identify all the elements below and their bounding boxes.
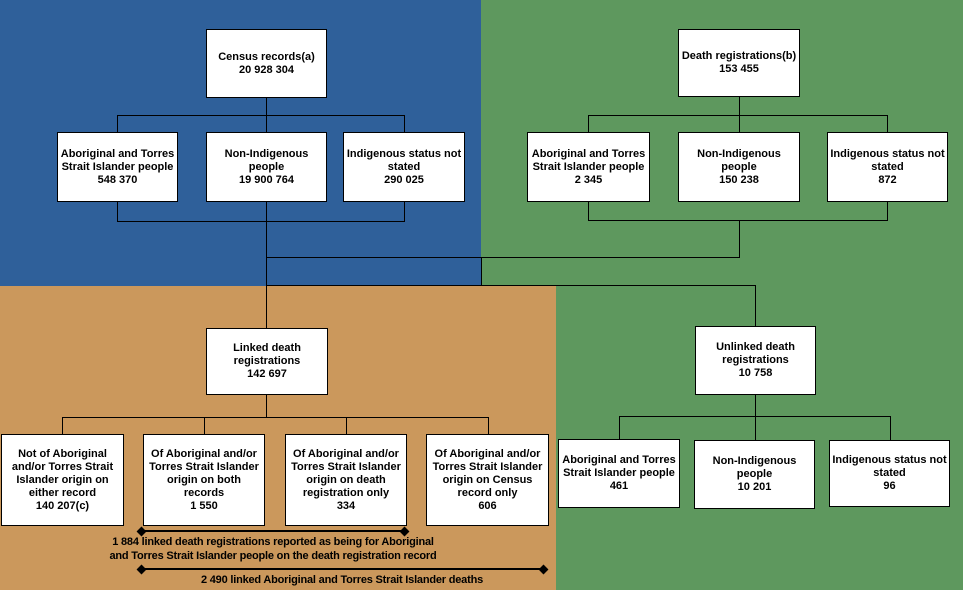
box-label: Indigenous status not stated	[832, 454, 947, 479]
box-value: 548 370	[97, 173, 138, 186]
connector-line	[117, 115, 118, 132]
box-value: 140 207(c)	[35, 499, 90, 512]
box-label: Unlinked death registrations	[716, 341, 795, 366]
connector-line	[755, 395, 756, 416]
connector-line	[117, 221, 405, 222]
span-line-1884	[141, 530, 405, 532]
deaths-indigenous-box: Aboriginal and Torres Strait Islander pe…	[527, 132, 650, 202]
connector-line	[266, 98, 267, 115]
connector-line	[346, 417, 347, 436]
box-value: 2 345	[574, 173, 603, 186]
box-label: Of Aboriginal and/or Torres Strait Islan…	[432, 447, 543, 499]
connector-line	[62, 417, 489, 418]
connector-line	[619, 416, 620, 439]
connector-line	[266, 395, 267, 417]
annotation-line: and Torres Strait Islander people on the…	[109, 550, 437, 562]
connector-line	[887, 115, 888, 132]
linked-indigenous-death-only-box: Of Aboriginal and/or Torres Strait Islan…	[285, 434, 407, 526]
census-status-not-stated-box: Indigenous status not stated 290 025	[343, 132, 465, 202]
box-label: Non-Indigenous people	[712, 455, 797, 480]
box-value: 461	[609, 480, 629, 492]
annotation-1884: 1 884 linked death registrations reporte…	[87, 535, 459, 563]
connector-line	[404, 115, 405, 132]
connector-line	[266, 202, 267, 328]
connector-line	[588, 220, 888, 221]
unlinked-deaths-box: Unlinked death registrations 10 758	[695, 326, 816, 395]
connector-line	[117, 202, 118, 221]
census-records-box: Census records(a) 20 928 304	[206, 29, 327, 98]
box-label: Census records(a)	[218, 50, 315, 63]
box-label: Aboriginal and Torres Strait Islander pe…	[562, 454, 676, 479]
linked-deaths-box: Linked death registrations 142 697	[206, 328, 328, 395]
box-value: 19 900 764	[238, 173, 295, 186]
box-value: 150 238	[719, 173, 759, 186]
box-label: Aboriginal and Torres Strait Islander pe…	[531, 147, 646, 173]
linked-not-indigenous-either-box: Not of Aboriginal and/or Torres Strait I…	[1, 434, 124, 526]
box-value: 606	[478, 499, 497, 512]
box-label: Indigenous status not stated	[346, 147, 462, 173]
unlinked-non-indigenous-box: Non-Indigenous people 10 201	[694, 440, 815, 509]
connector-line	[887, 202, 888, 220]
connector-line	[266, 257, 740, 258]
connector-line	[266, 285, 756, 286]
box-value: 142 697	[247, 368, 287, 380]
box-value: 96	[883, 480, 896, 492]
deaths-non-indigenous-box: Non-Indigenous people 150 238	[678, 132, 800, 202]
census-indigenous-box: Aboriginal and Torres Strait Islander pe…	[57, 132, 178, 202]
connector-line	[739, 220, 740, 257]
connector-line	[588, 202, 589, 220]
box-label: Death registrations(b)	[681, 50, 797, 62]
connector-line	[481, 257, 482, 285]
box-value: 10 201	[737, 481, 772, 493]
connector-line	[266, 115, 267, 132]
box-label: Non-Indigenous people	[697, 147, 781, 173]
annotation-line: 2 490 linked Aboriginal and Torres Strai…	[200, 574, 484, 586]
deaths-status-not-stated-box: Indigenous status not stated 872	[827, 132, 948, 202]
box-value: 334	[336, 499, 356, 512]
box-value: 20 928 304	[238, 63, 295, 76]
box-value: 10 758	[738, 367, 773, 379]
box-label: Aboriginal and Torres Strait Islander pe…	[60, 147, 175, 173]
box-value: 290 025	[384, 173, 424, 186]
span-line-2490	[141, 568, 544, 570]
annotation-2490: 2 490 linked Aboriginal and Torres Strai…	[142, 573, 542, 587]
death-registrations-box: Death registrations(b) 153 455	[678, 29, 800, 97]
connector-line	[404, 202, 405, 221]
unlinked-indigenous-box: Aboriginal and Torres Strait Islander pe…	[558, 439, 680, 508]
box-label: Linked death registrations	[233, 342, 301, 367]
connector-line	[62, 417, 63, 436]
connector-line	[739, 97, 740, 115]
unlinked-status-not-stated-box: Indigenous status not stated 96	[829, 440, 950, 507]
box-label: Not of Aboriginal and/or Torres Strait I…	[11, 447, 114, 499]
box-label: Non-Indigenous people	[224, 147, 309, 173]
connector-line	[739, 115, 740, 132]
connector-line	[890, 416, 891, 440]
connector-line	[488, 417, 489, 436]
box-value: 153 455	[719, 63, 759, 75]
annotation-line: 1 884 linked death registrations reporte…	[112, 536, 434, 548]
connector-line	[755, 285, 756, 326]
connector-line	[755, 416, 756, 440]
census-non-indigenous-box: Non-Indigenous people 19 900 764	[206, 132, 327, 202]
box-label: Indigenous status not stated	[830, 147, 945, 173]
connector-line	[588, 115, 888, 116]
connector-line	[588, 115, 589, 132]
box-value: 1 550	[190, 499, 218, 512]
box-label: Of Aboriginal and/or Torres Strait Islan…	[149, 447, 259, 499]
connector-line	[204, 417, 205, 436]
linked-indigenous-census-only-box: Of Aboriginal and/or Torres Strait Islan…	[426, 434, 549, 526]
connector-line	[117, 115, 405, 116]
box-value: 872	[878, 173, 897, 186]
linked-indigenous-both-box: Of Aboriginal and/or Torres Strait Islan…	[143, 434, 265, 526]
box-label: Of Aboriginal and/or Torres Strait Islan…	[291, 447, 401, 499]
